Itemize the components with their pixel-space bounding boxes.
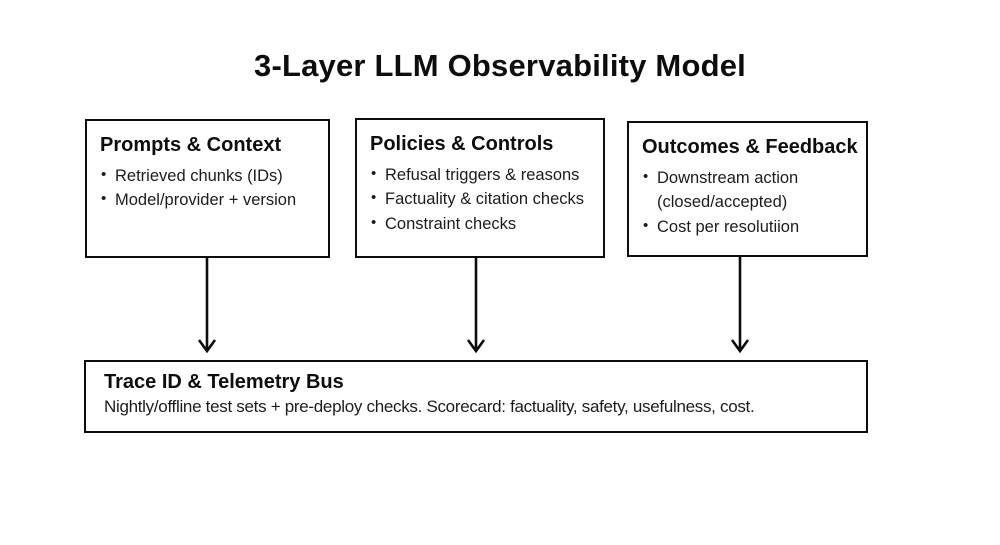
box-title-outcomes-feedback: Outcomes & Feedback — [642, 136, 858, 158]
bullet-item: Model/provider + version — [100, 188, 328, 212]
diagram-title: 3-Layer LLM Observability Model — [254, 48, 746, 83]
bus-title: Trace ID & Telemetry Bus — [104, 371, 344, 393]
box-title-policies-controls: Policies & Controls — [370, 133, 554, 155]
bullet-item: Cost per resolutiion — [642, 215, 858, 239]
bullet-item: Refusal triggers & reasons — [370, 163, 603, 187]
layer-box-prompts-context: Prompts & Context Retrieved chunks (IDs)… — [85, 119, 330, 258]
box-title-prompts-context: Prompts & Context — [100, 134, 282, 156]
bullet-item: Constraint checks — [370, 212, 603, 236]
bullet-list-prompts-context: Retrieved chunks (IDs) Model/provider + … — [100, 164, 328, 213]
bullet-item: Factuality & citation checks — [370, 187, 603, 211]
bullet-list-outcomes-feedback: Downstream action (closed/accepted) Cost… — [642, 166, 858, 239]
down-arrow-icon — [197, 257, 217, 354]
down-arrow-icon — [730, 257, 750, 354]
bus-box-trace-telemetry: Trace ID & Telemetry Bus Nightly/offline… — [84, 360, 868, 433]
bullet-item: Downstream action (closed/accepted) — [642, 166, 858, 215]
bullet-item: Retrieved chunks (IDs) — [100, 164, 328, 188]
layer-box-policies-controls: Policies & Controls Refusal triggers & r… — [355, 118, 605, 258]
bullet-list-policies-controls: Refusal triggers & reasons Factuality & … — [370, 163, 603, 236]
layer-box-outcomes-feedback: Outcomes & Feedback Downstream action (c… — [627, 121, 868, 257]
bus-description: Nightly/offline test sets + pre-deploy c… — [104, 397, 755, 416]
down-arrow-icon — [466, 257, 486, 354]
